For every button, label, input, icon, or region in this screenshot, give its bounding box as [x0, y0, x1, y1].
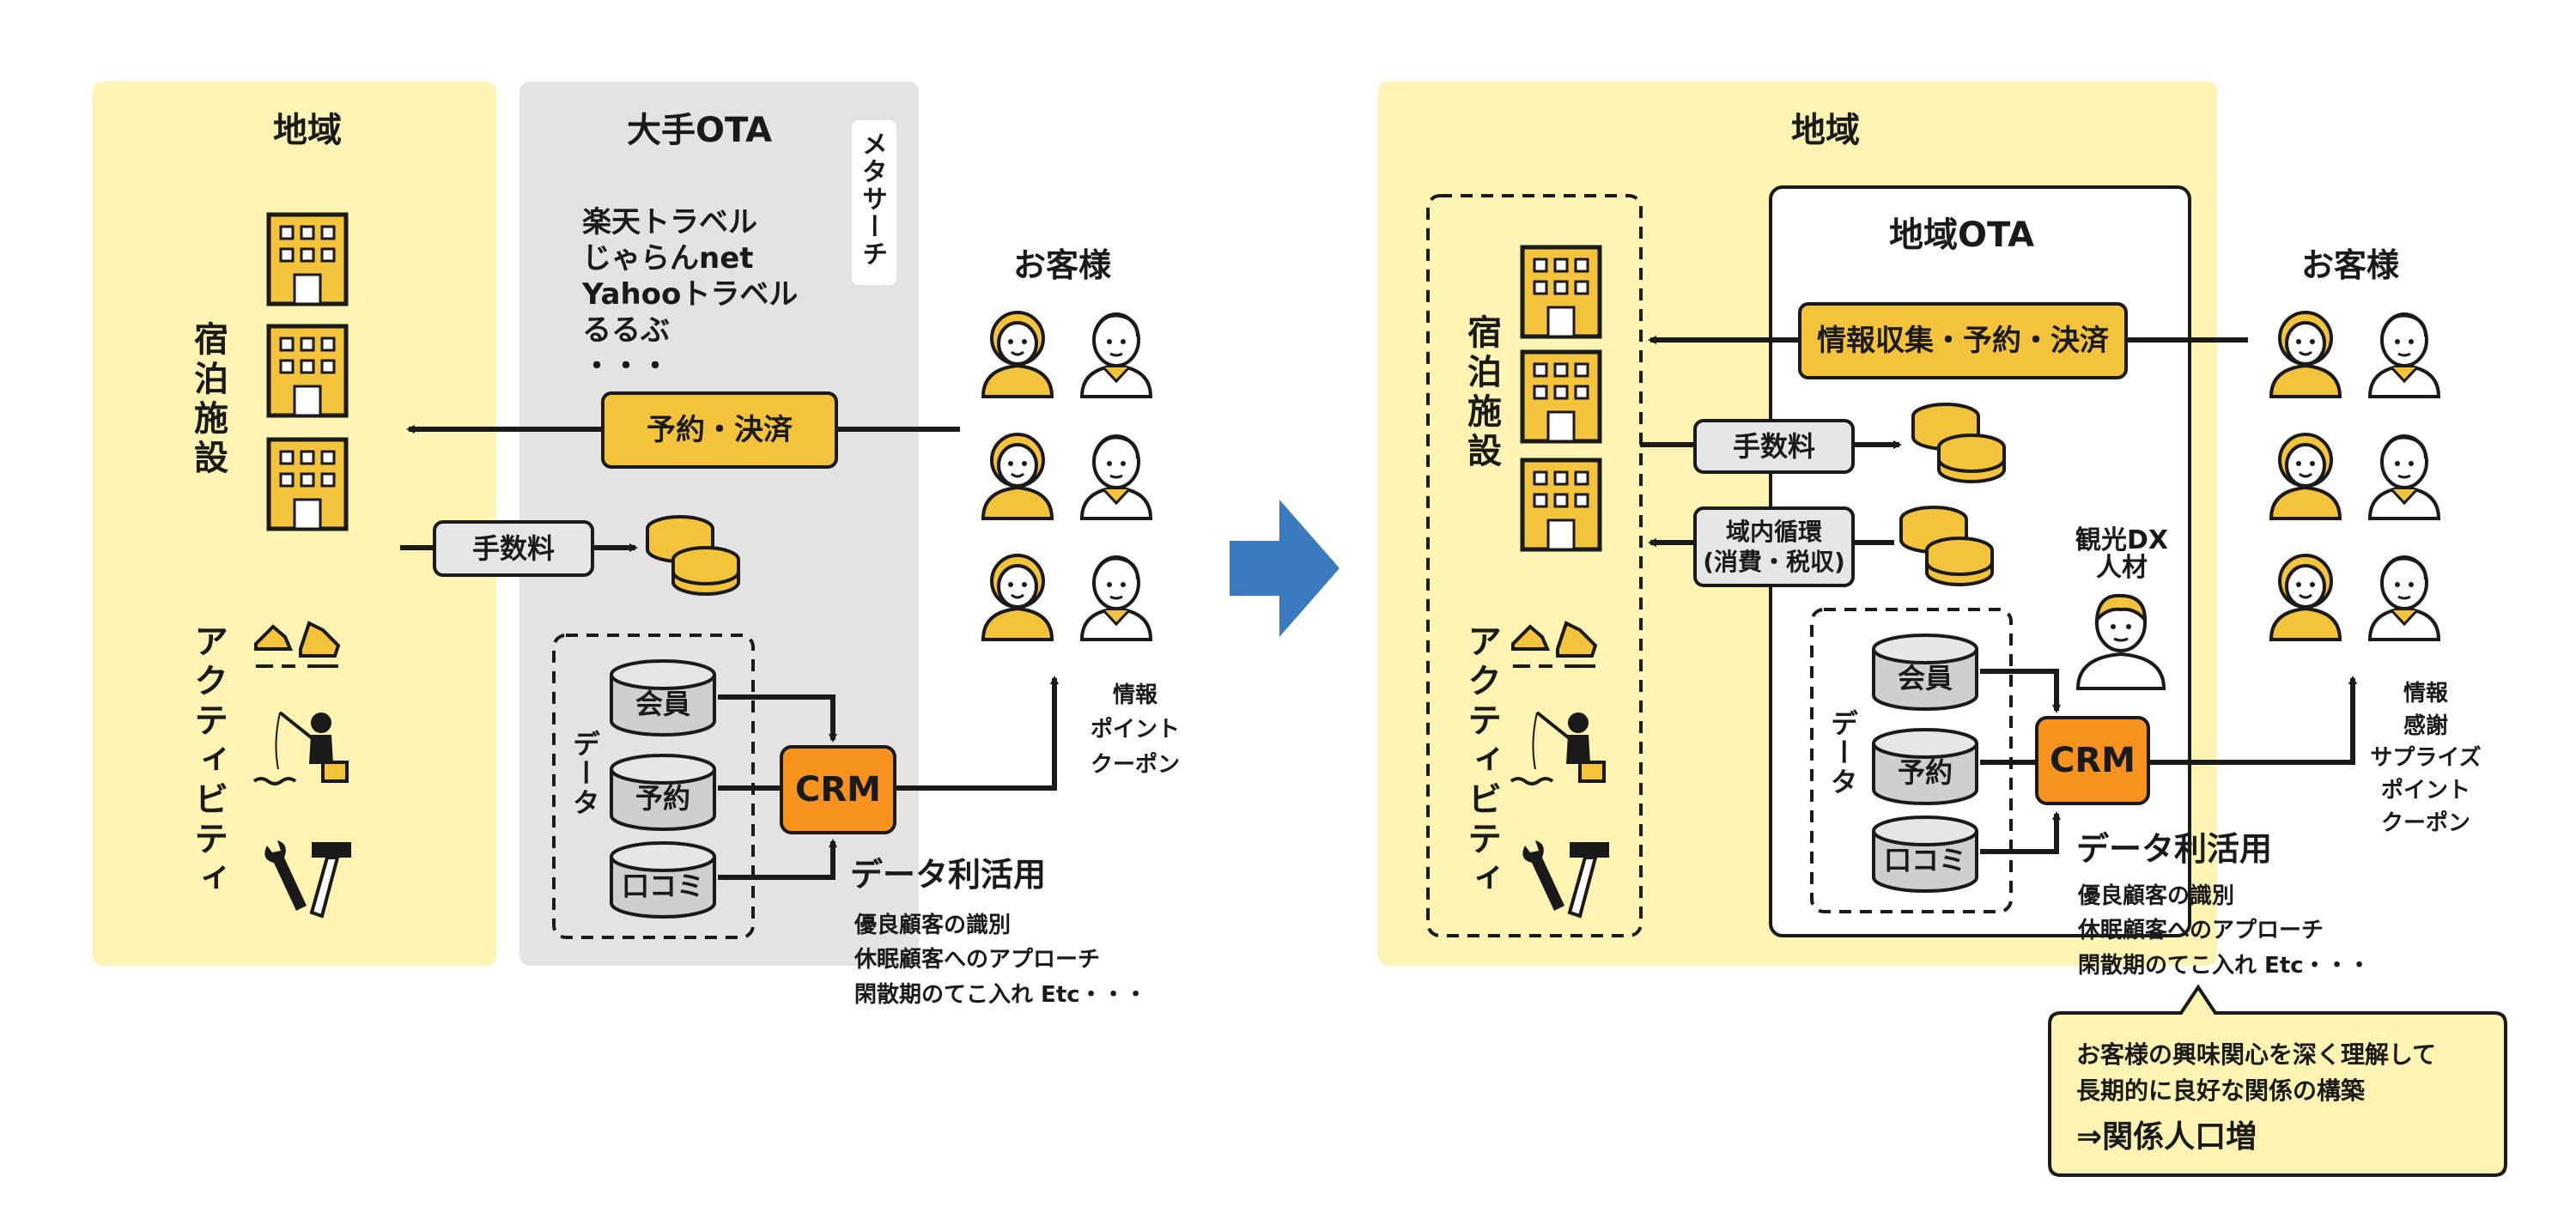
reservation-payment-box: 予約・決済 [601, 391, 838, 469]
right-data-label: データ [1826, 709, 1859, 797]
callout-text: お客様の興味関心を深く理解して 長期的に良好な関係の構築 ⇒関係人口増 [2076, 1037, 2436, 1155]
right-db-members: 会員 [1897, 662, 1953, 694]
left-data-label: データ [568, 730, 601, 817]
right-crm-box: CRM [2035, 716, 2150, 805]
callout-conclusion: ⇒関係人口増 [2076, 1119, 2257, 1155]
ota-site-list: 楽天トラベル じゃらんnet Yahooトラベル るるぶ ・・・ [582, 204, 798, 385]
circulation-line: 域内循環 [1725, 518, 1822, 546]
data-use-item: 休眠顧客へのアプローチ [854, 947, 1101, 973]
transition-arrow [1230, 500, 1340, 637]
crm-output: クーポン [1090, 751, 1180, 778]
dx-talent-label: 観光DX 人材 [2064, 527, 2179, 582]
dx-talent-line: 人材 [2096, 553, 2148, 583]
right-crm-output-list: 情報 感謝 サプライズ ポイント クーポン [2353, 678, 2499, 840]
data-use-item: 優良顧客の識別 [2078, 883, 2235, 909]
data-use-item: 閑散期のてこ入れ Etc・・・ [854, 981, 1147, 1008]
right-fee-box: 手数料 [1693, 419, 1855, 474]
right-data-use-title: データ利活用 [2076, 830, 2273, 868]
left-crm-output-list: 情報 ポイント クーポン [1084, 678, 1187, 782]
ota-title: 大手OTA [627, 111, 773, 150]
ota-panel [519, 82, 919, 966]
right-db-reservations: 予約 [1897, 756, 1953, 789]
left-lodging-label: 宿泊施設 [188, 321, 228, 479]
callout-box [2048, 984, 2507, 1177]
ota-site: 楽天トラベル [582, 205, 757, 240]
info-flow-box: 情報収集・予約・決済 [1798, 302, 2128, 379]
circulation-box: 域内循環 (消費・税収) [1693, 506, 1855, 587]
right-db-reviews: 口コミ [1883, 844, 1966, 876]
crm-output: クーポン [2380, 810, 2470, 836]
right-customers-title: お客様 [2301, 246, 2400, 284]
left-region-title: 地域 [273, 111, 342, 150]
callout-line: 長期的に良好な関係の構築 [2076, 1076, 2366, 1105]
right-region-title: 地域 [1791, 111, 1860, 150]
left-fee-box: 手数料 [433, 520, 594, 577]
ota-site: るるぶ [582, 313, 670, 348]
ota-site: じゃらんnet [582, 241, 754, 276]
crm-output: 感謝 [2403, 713, 2448, 739]
left-crm-box: CRM [780, 745, 896, 834]
right-lodging-label: 宿泊施設 [1461, 314, 1501, 472]
left-data-use-title: データ利活用 [850, 856, 1047, 894]
crm-output: ポイント [1090, 717, 1180, 743]
callout-line: お客様の興味関心を深く理解して [2076, 1040, 2437, 1069]
crm-output: 情報 [2403, 681, 2448, 706]
left-db-reviews: 口コミ [621, 870, 704, 902]
dx-talent-line: 観光DX [2075, 525, 2169, 555]
data-use-item: 優良顧客の識別 [854, 913, 1012, 938]
circulation-line: (消費・税収) [1703, 548, 1845, 576]
left-db-members: 会員 [635, 688, 690, 720]
ota-site: ・・・ [582, 349, 670, 384]
data-use-item: 閑散期のてこ入れ Etc・・・ [2078, 952, 2371, 979]
data-use-item: 休眠顧客へのアプローチ [2078, 918, 2324, 944]
left-activity-label: アクティビティ [188, 623, 228, 900]
crm-output: ポイント [2380, 778, 2470, 804]
left-data-use-list: 優良顧客の識別 休眠顧客へのアプローチ 閑散期のてこ入れ Etc・・・ [854, 908, 1147, 1012]
right-activity-label: アクティビティ [1461, 623, 1501, 900]
local-ota-title: 地域OTA [1889, 215, 2035, 255]
right-data-use-list: 優良顧客の識別 休眠顧客へのアプローチ 閑散期のてこ入れ Etc・・・ [2078, 879, 2371, 983]
ota-site: Yahooトラベル [582, 277, 799, 312]
crm-output: 情報 [1112, 682, 1157, 708]
left-db-reservations: 予約 [635, 782, 690, 815]
metasearch-tag [852, 120, 896, 285]
left-customers-title: お客様 [1013, 246, 1112, 284]
crm-output: サプライズ [2370, 745, 2482, 772]
metasearch-label: メタサーチ [857, 130, 887, 268]
